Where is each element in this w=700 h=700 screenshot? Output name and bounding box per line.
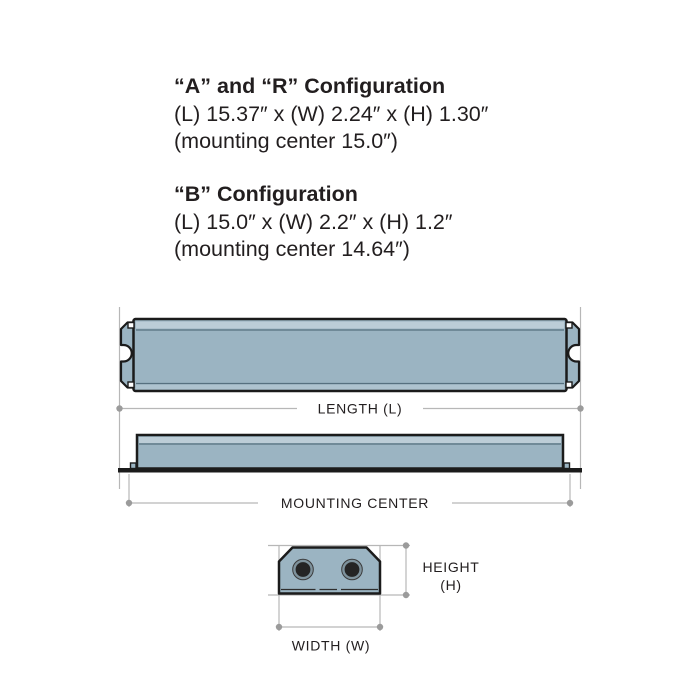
side-view-left-stud (129, 462, 137, 470)
mounting-center-label: MOUNTING CENTER (281, 495, 429, 511)
svg-text:(H): (H) (440, 577, 462, 593)
top-view-left-tab (119, 321, 136, 389)
config-b-title: “B” Configuration (174, 182, 358, 206)
width-label: WIDTH (W) (292, 638, 371, 654)
dimension-dots (116, 405, 584, 631)
config-a-dimensions: (L) 15.37″ x (W) 2.24″ x (H) 1.30″ (174, 101, 489, 126)
top-view (119, 317, 581, 393)
config-b-mounting-center: (mounting center 14.64″) (174, 237, 410, 261)
top-view-right-tab (564, 321, 581, 389)
side-view (118, 433, 582, 473)
config-a-title: “A” and “R” Configuration (174, 74, 446, 98)
config-b-block: “B” Configuration (L) 15.0″ x (W) 2.2″ x… (174, 181, 453, 264)
side-view-base-flange (118, 468, 582, 473)
side-view-right-stud (563, 462, 571, 470)
top-view-body (132, 317, 568, 393)
wiring-holes (292, 558, 363, 581)
end-view (277, 546, 382, 595)
tab-corner-notches (127, 321, 573, 389)
svg-text:HEIGHT: HEIGHT (422, 559, 479, 575)
config-b-dimensions: (L) 15.0″ x (W) 2.2″ x (H) 1.2″ (174, 209, 453, 234)
config-a-mounting-center: (mounting center 15.0″) (174, 129, 398, 153)
length-label: LENGTH (L) (318, 401, 403, 417)
config-a-block: “A” and “R” Configuration (L) 15.37″ x (… (174, 73, 488, 156)
height-label: HEIGHT (H) (422, 559, 479, 593)
